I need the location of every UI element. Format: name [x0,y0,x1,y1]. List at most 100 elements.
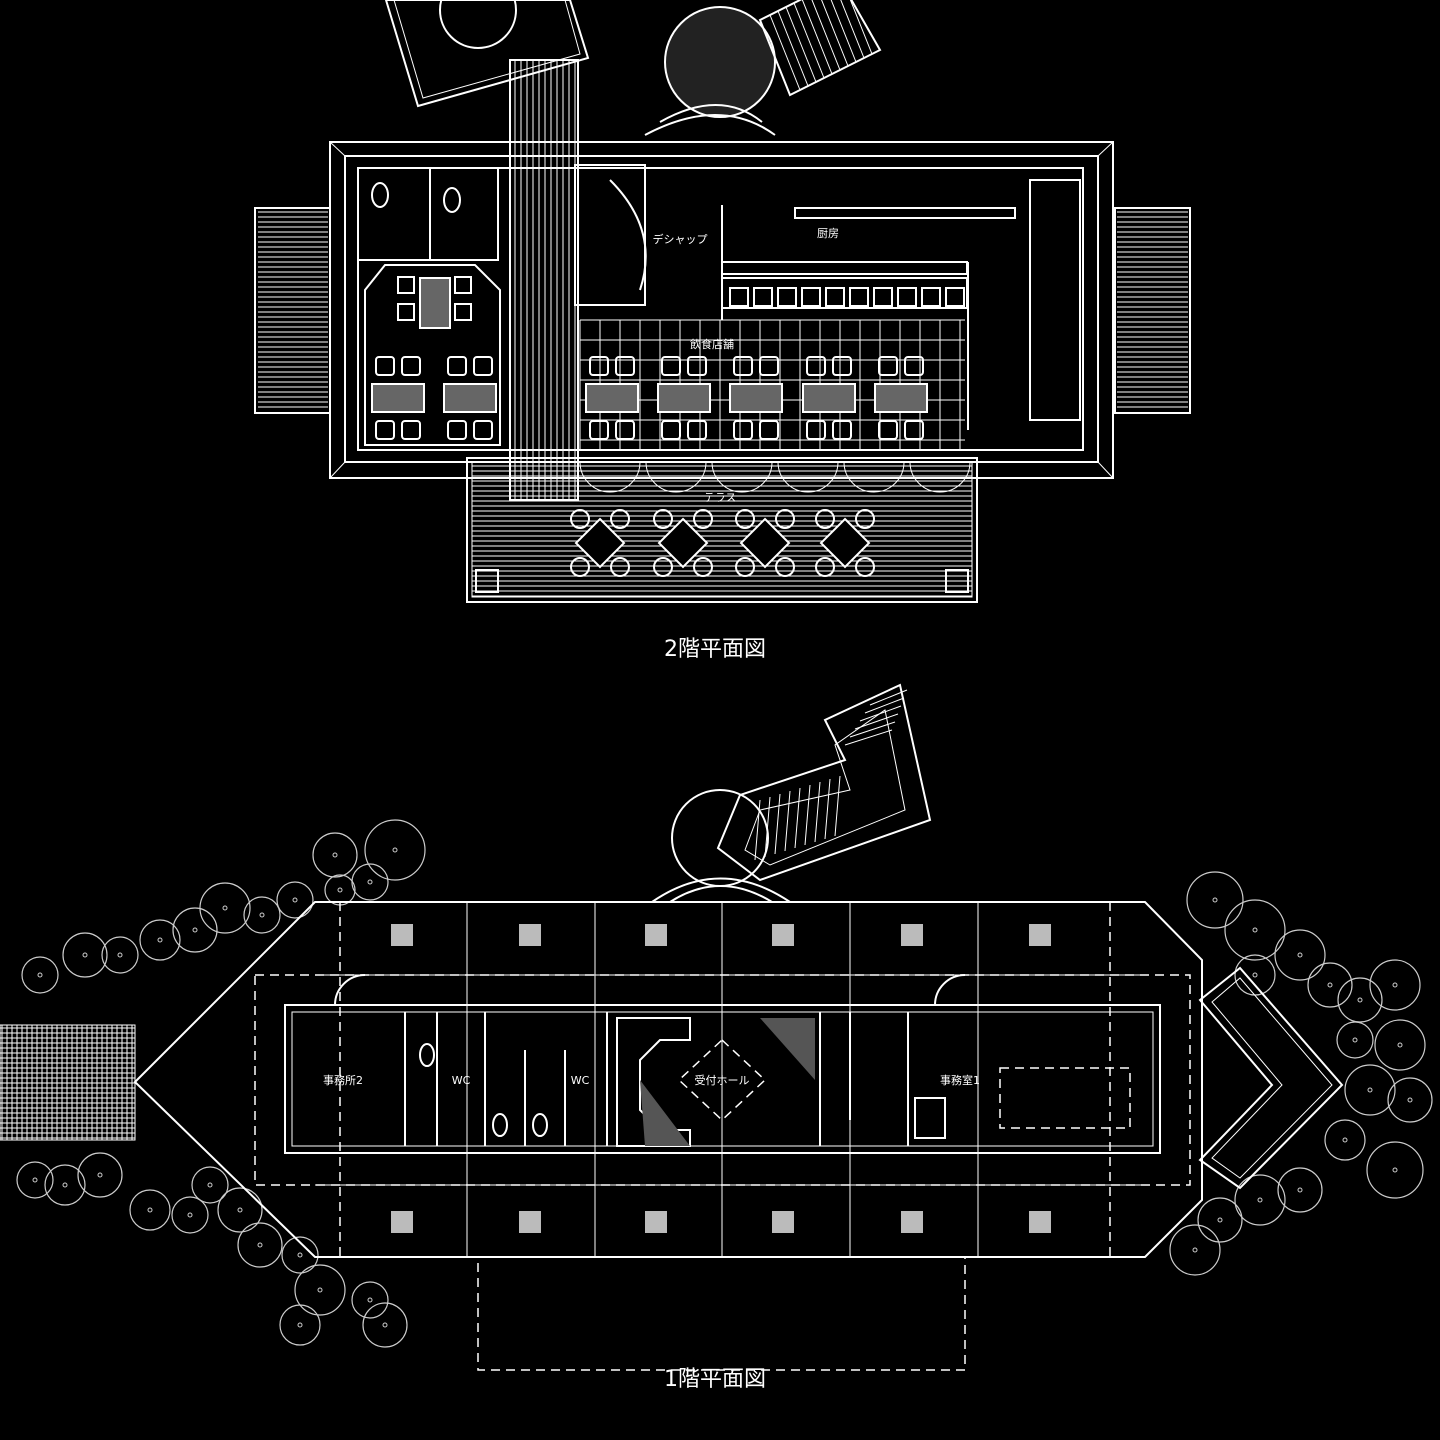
door-swing [807,461,839,493]
tree-trunk [367,1297,373,1303]
tree-canopy [1366,1141,1424,1199]
stair-tread [864,697,905,714]
terrace-chair [570,509,590,529]
chair [454,303,472,321]
stair-tread [844,729,893,746]
tree-canopy [217,1187,263,1233]
tree-trunk [1257,1197,1263,1203]
tree-canopy [362,1302,408,1348]
tree-trunk [1392,982,1398,988]
tree-canopy [1324,1119,1366,1161]
tree-canopy [279,1304,321,1346]
tree-trunk [157,937,163,943]
column [1029,1211,1051,1233]
tree-canopy [1197,1197,1243,1243]
door-swing [579,461,611,493]
tree-canopy [1344,1064,1396,1116]
room-label-office1: 事務室1 [940,1073,980,1087]
terrace-table [819,517,871,569]
tree-canopy [281,1236,319,1274]
terrace-chair [735,557,755,577]
door-swing [843,461,875,493]
chair [806,420,826,440]
stair-tread [784,790,791,852]
chair [759,356,779,376]
terrace-chair [735,509,755,529]
tree-trunk [237,1207,243,1213]
terrace-chair [610,557,630,577]
stair-tread [824,778,831,840]
chair [904,356,924,376]
terrace-table [739,517,791,569]
terrace-chair [653,509,673,529]
tree-canopy [44,1164,86,1206]
tree-canopy [1224,899,1286,961]
chair [454,276,472,294]
terrace-chair [653,557,673,577]
round-stair-upper [644,0,882,136]
counter-stool [801,287,821,307]
tree-canopy [1274,929,1326,981]
chair [687,420,707,440]
stair-tread [811,0,841,71]
corridor-bridge [509,59,579,501]
tree-trunk [1252,927,1258,933]
stair-tread [769,14,801,91]
terrace-chair [815,557,835,577]
tree-trunk [259,912,265,918]
tree-canopy [1307,962,1353,1008]
terrace-table [574,517,626,569]
column [391,1211,413,1233]
tree-trunk [1407,1097,1413,1103]
counter-stool [777,287,797,307]
roof-wing-right [1114,207,1191,414]
column [901,924,923,946]
tree-canopy [171,1196,209,1234]
chair [832,356,852,376]
tree-canopy [101,936,139,974]
column [645,1211,667,1233]
tree-canopy [1234,1174,1286,1226]
tree-trunk [117,952,123,958]
counter-stool [729,287,749,307]
room-label-dishup: デシャップ [653,232,708,246]
tree-trunk [147,1207,153,1213]
terrace-chair [570,557,590,577]
tree-trunk [207,1182,213,1188]
chair [661,420,681,440]
angled-annex [1198,966,1344,1190]
table [419,277,451,329]
tree-canopy [172,907,218,953]
tree-canopy [276,881,314,919]
tree-trunk [187,1212,193,1218]
chair [401,356,421,376]
tree-trunk [62,1182,68,1188]
tree-trunk [37,972,43,978]
terrace-chair [855,557,875,577]
entrance-grid [0,1024,136,1141]
chair [401,420,421,440]
terrace-table [657,517,709,569]
chair [473,420,493,440]
stair-tread [834,775,841,837]
terrace-chair [775,557,795,577]
tree-canopy [129,1189,171,1231]
counter-stool [945,287,965,307]
tree-canopy [139,919,181,961]
column [519,924,541,946]
second-floor-plan: デシャップ 厨房 飲食店舗 テラス 2階平面図 [254,0,1191,662]
room-label-restaurant: 飲食店舗 [690,337,734,351]
chair [615,356,635,376]
rooms-1f [334,974,1131,1147]
tree-canopy [1369,959,1421,1011]
terrace-chair [693,557,713,577]
chair [832,420,852,440]
column [645,924,667,946]
stair-tread [793,2,825,79]
tree-canopy [1186,871,1244,929]
plan-title-1f: 1階平面図 [664,1367,766,1392]
dining-tables [371,276,928,440]
room-label-kitchen: 厨房 [817,227,839,240]
tree-trunk [1342,1137,1348,1143]
tree-trunk [97,1172,103,1178]
